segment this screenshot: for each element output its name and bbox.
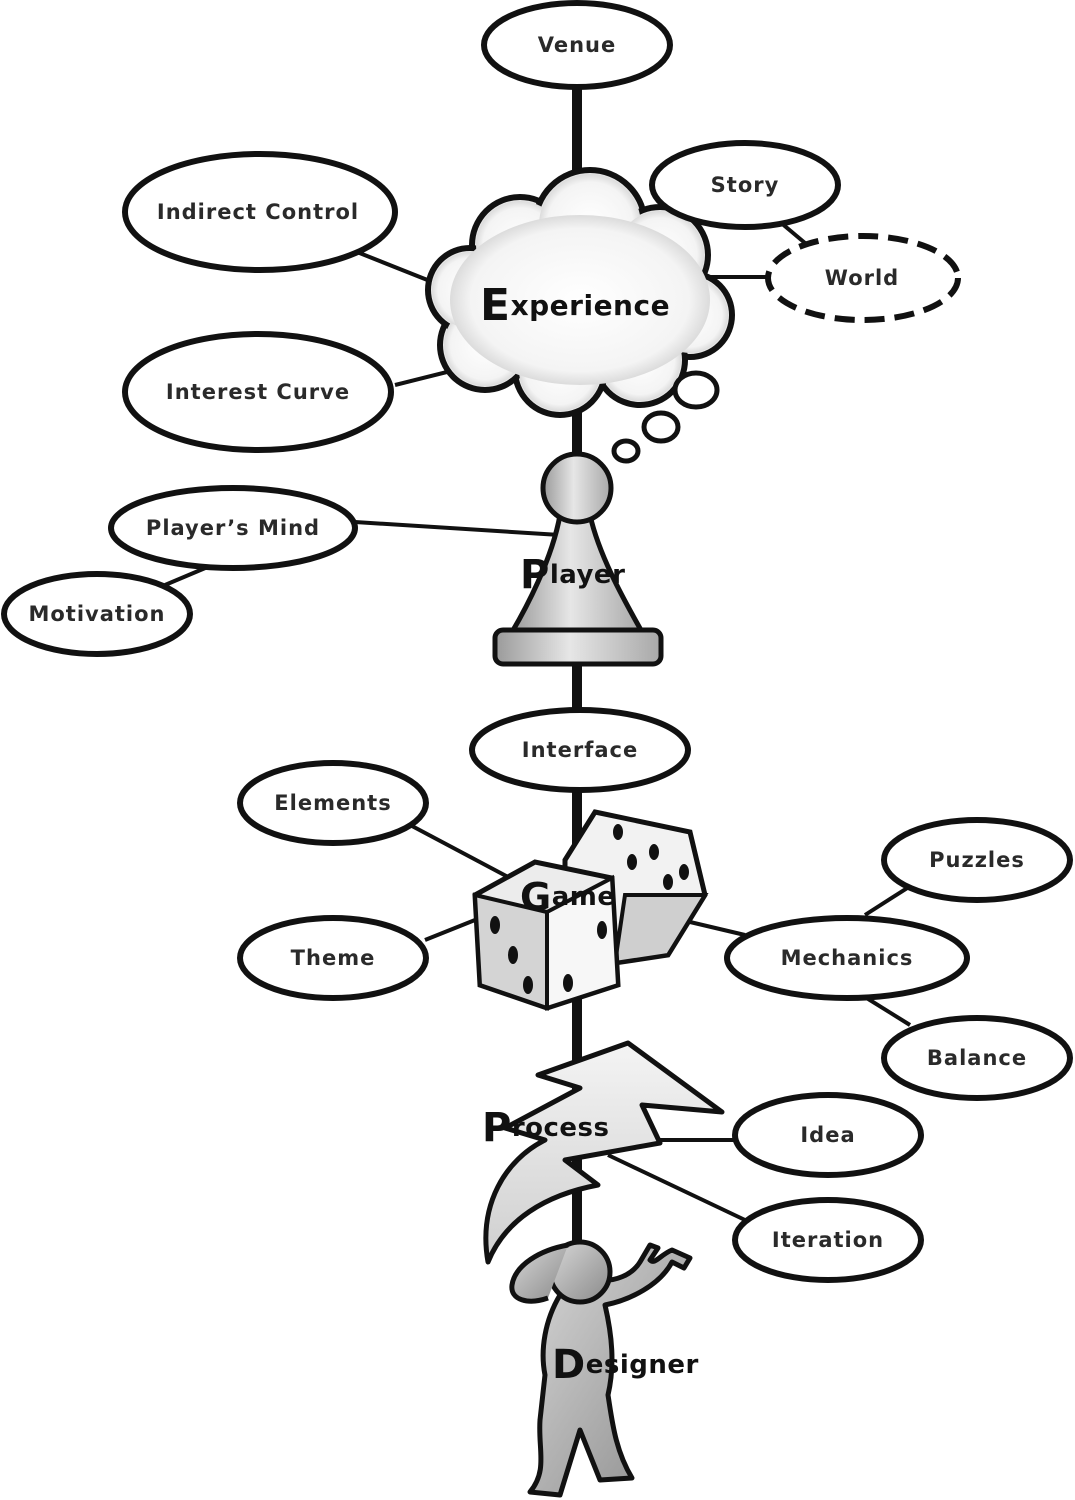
svg-text:Motivation: Motivation (28, 602, 165, 626)
svg-text:Story: Story (711, 173, 780, 197)
node-balance: Balance (881, 1015, 1073, 1101)
process-label: Process (482, 1105, 610, 1151)
node-venue: Venue (481, 0, 673, 90)
node-interface: Interface (469, 707, 691, 793)
node-elements: Elements (237, 760, 429, 846)
lightning-bolt-icon (483, 1040, 725, 1265)
node-world: World (765, 233, 961, 323)
node-mechanics: Mechanics (724, 915, 970, 1001)
svg-text:Interest Curve: Interest Curve (166, 380, 350, 404)
connector-balance (863, 995, 912, 1027)
svg-text:Mechanics: Mechanics (781, 946, 914, 970)
connector-indirect-control (356, 250, 441, 287)
designer-label: Designer (552, 1342, 699, 1388)
dice-icon (472, 809, 709, 1011)
node-interest-curve: Interest Curve (122, 331, 394, 453)
svg-text:Elements: Elements (274, 791, 391, 815)
node-indirect-control: Indirect Control (122, 151, 398, 273)
svg-text:Indirect Control: Indirect Control (157, 200, 359, 224)
node-story: Story (649, 140, 841, 230)
svg-text:Balance: Balance (927, 1046, 1027, 1070)
connector-elements (411, 824, 511, 880)
node-theme: Theme (237, 915, 429, 1001)
node-idea: Idea (732, 1092, 924, 1178)
thought-bubble-icon (611, 370, 720, 464)
player-label: Player (520, 552, 625, 598)
connector-mechanics (689, 920, 746, 937)
connector-players-mind (354, 520, 561, 537)
thinking-person-icon (509, 1239, 693, 1498)
connector-puzzles (863, 883, 914, 917)
game-label: Game (520, 875, 615, 919)
connector-lines (164, 220, 914, 1222)
svg-text:Player’s Mind: Player’s Mind (146, 516, 320, 540)
svg-text:Idea: Idea (800, 1123, 855, 1147)
svg-text:Iteration: Iteration (772, 1228, 884, 1252)
thought-cloud-icon (425, 167, 735, 464)
node-players-mind: Player’s Mind (108, 485, 358, 571)
svg-text:Venue: Venue (538, 33, 617, 57)
svg-text:Interface: Interface (522, 738, 638, 762)
node-puzzles: Puzzles (881, 817, 1073, 903)
experience-label: Experience (480, 280, 670, 331)
node-motivation: Motivation (1, 571, 193, 657)
pawn-icon (492, 451, 664, 667)
svg-text:World: World (825, 266, 899, 290)
connector-theme (424, 916, 481, 942)
oval-nodes: Venue Story Indirect Control World Inter… (1, 0, 1073, 1283)
connector-iteration (607, 1153, 746, 1222)
svg-text:Theme: Theme (291, 946, 376, 970)
svg-text:Puzzles: Puzzles (929, 848, 1025, 872)
node-iteration: Iteration (732, 1197, 924, 1283)
